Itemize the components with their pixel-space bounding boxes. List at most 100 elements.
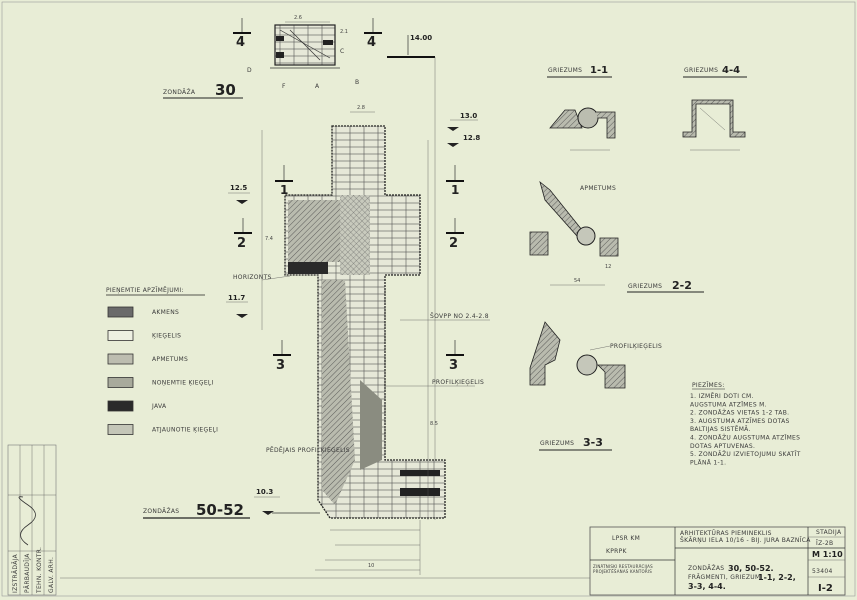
sheet-number: I-2 — [818, 583, 833, 594]
svg-text:GALV. ARH.: GALV. ARH. — [48, 557, 55, 593]
svg-text:ŠOVPP NO 2.4-2.8: ŠOVPP NO 2.4-2.8 — [430, 313, 489, 320]
main-annotations: HORIZONTS ŠOVPP NO 2.4-2.8 PROFILĶIEĢELI… — [233, 274, 490, 454]
svg-text:2: 2 — [237, 236, 246, 251]
section-3-3: PROFILĶIEĢELIS GRIEZUMS 3-3 — [529, 321, 662, 451]
svg-text:PĒDĒJAIS PROFILĶIEĢELIS: PĒDĒJAIS PROFILĶIEĢELIS — [266, 447, 350, 454]
section-mark-1-right: 1 — [446, 165, 464, 197]
legend-label: ĶIEĢELIS — [152, 333, 181, 340]
dimension-label: 2.1 — [340, 29, 348, 35]
legend-label: AKMENS — [152, 309, 179, 316]
svg-text:ZONDĀŽA: ZONDĀŽA — [163, 88, 196, 96]
svg-text:3: 3 — [276, 358, 285, 373]
legend-label: NOŅEMTIE ĶIEĢEĻI — [152, 380, 214, 387]
drawing-sections: 1-1, 2-2, — [758, 573, 796, 582]
dimension-label: 54 — [574, 278, 580, 284]
legend-label: ATJAUNOTIE ĶIEĢEĻI — [152, 427, 218, 434]
plan-letter-b: B — [355, 79, 359, 86]
stage-label: STADIJA — [816, 529, 842, 536]
title-zondazas-50-52: ZONDĀŽAS 50-52 — [143, 501, 250, 519]
section-mark-2-right: 2 — [446, 218, 464, 251]
scale: M 1:10 — [812, 550, 843, 559]
svg-text:10.3: 10.3 — [256, 488, 273, 496]
svg-text:HORIZONTS: HORIZONTS — [233, 274, 272, 281]
section-mark-4-right: 4 — [364, 18, 382, 50]
legend-label: JAVA — [151, 403, 167, 410]
svg-text:4-4: 4-4 — [722, 65, 740, 76]
drawing-sections-2: 3-3, 4-4. — [688, 582, 726, 591]
signature — [18, 496, 36, 546]
legend-swatch — [107, 400, 134, 412]
plan-letter-d: D — [247, 67, 252, 74]
svg-text:2: 2 — [449, 236, 458, 251]
legend: PIEŅEMTIE APZĪMĒJUMI: AKMENS ĶIEĢELIS APME… — [106, 287, 218, 435]
elevation-14-00: 14.00 — [387, 34, 436, 520]
note-line: PLĀNĀ 1-1. — [690, 459, 726, 466]
section-mark-2-left: 2 — [234, 218, 252, 251]
object-name: ARHITEKTŪRAS PIEMINEKLIS — [680, 530, 772, 537]
note-line: 1. IZMĒRI DOTI CM. — [690, 393, 754, 400]
svg-text:4: 4 — [367, 35, 376, 50]
title-block: LPSR KM KPRPK ZINĀTNISKI RESTAURĀCIJAS P… — [589, 526, 846, 596]
title-zondaza-30: ZONDĀŽA 30 — [163, 81, 243, 99]
svg-text:GRIEZUMS: GRIEZUMS — [684, 67, 718, 74]
elevation-13-0: 13.0 — [447, 112, 478, 131]
side-stamp: IZSTRĀDĀJA PĀRBAUDĪJA TEHN. KONTR. GALV.… — [7, 444, 57, 596]
dimension-label: 12 — [605, 264, 611, 270]
section-mark-4-left: 4 — [233, 18, 251, 50]
dimension-label: 2.6 — [294, 15, 302, 21]
plan-letter-f: F — [282, 83, 286, 90]
stage-value: ĪZ-2B — [816, 540, 833, 547]
org-short: LPSR KM — [612, 535, 640, 542]
drawing-title: ZONDĀŽAS — [688, 564, 724, 572]
legend-swatch — [107, 424, 134, 435]
svg-text:14.00: 14.00 — [410, 34, 432, 42]
svg-text:12.5: 12.5 — [230, 184, 247, 192]
note-line: BALTIJAS SISTĒMĀ. — [690, 426, 751, 433]
plan-zondaza-30: D F A B C 2.6 2.1 — [247, 15, 359, 90]
svg-text:12.8: 12.8 — [463, 134, 480, 142]
svg-text:GRIEZUMS: GRIEZUMS — [628, 283, 662, 290]
section-2-2: APMETUMS 54 12 GRIEZUMS 2-2 — [529, 180, 704, 293]
svg-text:11.7: 11.7 — [228, 294, 245, 302]
svg-text:IZSTRĀDĀJA: IZSTRĀDĀJA — [12, 553, 19, 593]
dimension-label: 10 — [368, 563, 374, 569]
svg-text:TEHN. KONTR.: TEHN. KONTR. — [36, 547, 43, 594]
legend-title: PIEŅEMTIE APZĪMĒJUMI: — [106, 287, 184, 294]
note-line: 2. ZONDĀŽAS VIETAS 1-2 TAB. — [690, 409, 789, 417]
plan-letter-a: A — [315, 83, 320, 90]
svg-text:GRIEZUMS: GRIEZUMS — [548, 67, 582, 74]
dimension-label: 2.8 — [357, 105, 365, 111]
svg-text:3-3: 3-3 — [583, 436, 603, 449]
note-line: DOTAS APTUVENAS. — [690, 443, 755, 450]
svg-text:1: 1 — [280, 183, 288, 197]
svg-text:4: 4 — [236, 35, 245, 50]
plan-letter-c: C — [340, 48, 345, 55]
note-line: 5. ZONDĀŽU IZVIETOJUMU SKATĪT — [690, 450, 801, 458]
note-line: 4. ZONDĀŽU AUGSTUMA ATZĪMES — [690, 434, 800, 442]
org: KPRPK — [606, 548, 628, 555]
section-mark-3-right: 3 — [446, 340, 464, 373]
org-desc: ZINĀTNISKI RESTAURĀCIJAS PROJEKTĒŠANAS K… — [593, 564, 653, 574]
section-mark-1-left: 1 — [275, 165, 293, 197]
note-line: AUGSTUMA ATZĪMES M. — [690, 401, 767, 408]
elevation-12-8: 12.8 — [447, 134, 480, 147]
svg-text:3: 3 — [449, 358, 458, 373]
notes-title: PIEZĪMES: — [692, 382, 725, 389]
drawing-nums: 30, 50-52. — [728, 564, 774, 573]
svg-text:PROFILĶIEĢELIS: PROFILĶIEĢELIS — [610, 343, 662, 350]
legend-swatch — [107, 330, 134, 341]
legend-swatch — [107, 353, 134, 365]
dimension-label: 8.5 — [430, 421, 438, 427]
elevation-10-3: 10.3 — [254, 488, 320, 515]
svg-text:1-1: 1-1 — [590, 65, 608, 76]
svg-text:ZONDĀŽAS: ZONDĀŽAS — [143, 507, 179, 515]
note-line: 3. AUGSTUMA ATZĪMES DOTAS — [690, 418, 790, 425]
elevation-11-7: 11.7 — [226, 294, 248, 318]
svg-text:2-2: 2-2 — [672, 279, 692, 292]
svg-text:PROFILĶIEĢELIS: PROFILĶIEĢELIS — [432, 379, 484, 386]
section-1-1: GRIEZUMS 1-1 — [547, 65, 616, 151]
legend-label: APMETUMS — [152, 356, 188, 363]
legend-swatch — [107, 306, 134, 318]
svg-text:APMETUMS: APMETUMS — [580, 185, 616, 192]
